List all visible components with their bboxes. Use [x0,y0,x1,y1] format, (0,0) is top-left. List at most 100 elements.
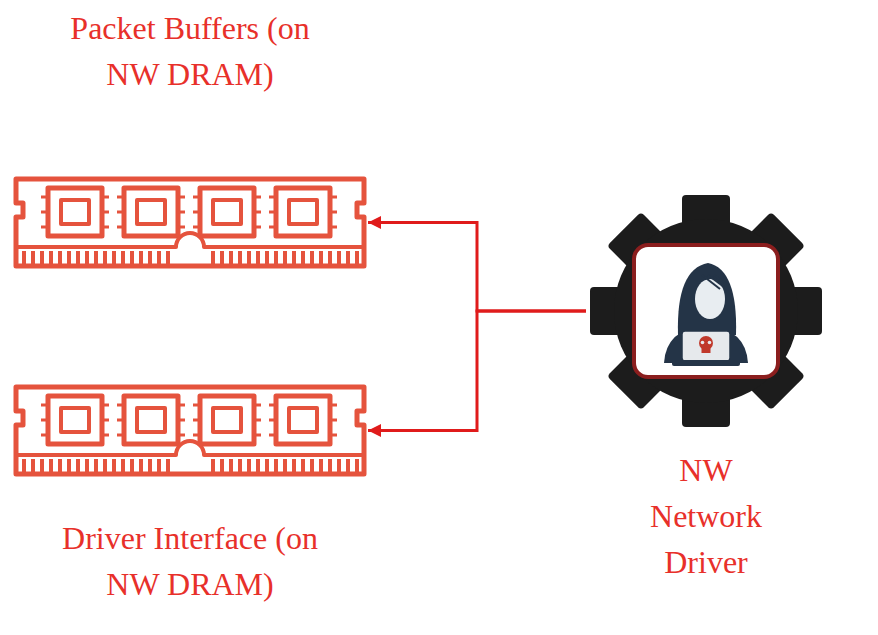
gear-body [614,219,798,403]
chip-leg [330,226,337,229]
contact-pin [67,459,71,473]
contact-pin [103,251,107,265]
chip-leg [102,211,109,214]
contact-pin [31,251,35,265]
chip-core [213,408,241,432]
contact-pin [85,459,89,473]
memory-chip [276,396,330,444]
chip-leg [193,419,200,422]
node-label: NW Network Driver [636,447,776,585]
pin-strip [16,233,364,247]
contact-pin [130,459,134,473]
chip-leg [254,434,261,437]
contact-pin [49,459,53,473]
chip-leg [41,404,48,407]
module-outline [16,387,364,474]
contact-pin [301,251,305,265]
chip-leg [254,226,261,229]
memory-chip [276,188,330,236]
skull-eye [708,341,712,345]
chip-leg [269,196,276,199]
contact-pin [139,251,143,265]
contact-pin [166,251,170,265]
contact-pin [139,459,143,473]
chip-leg [117,419,124,422]
chip-core [137,408,165,432]
module-outline [16,179,364,266]
gear-icon [590,195,822,427]
chip-leg [254,419,261,422]
contact-pin [247,251,251,265]
chip-leg [330,211,337,214]
contact-pin [94,459,98,473]
driver-node: NW Network Driver [586,195,826,585]
contact-pin [76,459,80,473]
chip-leg [193,404,200,407]
memory-chip [124,396,178,444]
contact-pin [292,459,296,473]
contact-pin [355,251,359,265]
memory-chip [124,188,178,236]
node-label: Driver Interface (on NW DRAM) [59,515,321,607]
contact-pin [238,459,242,473]
contact-pin [283,459,287,473]
chip-leg [193,434,200,437]
chip-leg [41,434,48,437]
memory-chip [200,396,254,444]
contact-pin [328,459,332,473]
contact-pin [130,251,134,265]
chip-leg [269,211,276,214]
chip-leg [41,226,48,229]
laptop-base [672,360,740,366]
chip-leg [269,419,276,422]
chip-leg [178,196,185,199]
chip-leg [117,196,124,199]
chip-leg [193,196,200,199]
contact-pin [22,251,26,265]
contact-pin [274,251,278,265]
chip-leg [178,404,185,407]
chip-leg [193,226,200,229]
contact-pin [121,251,125,265]
chip-leg [178,211,185,214]
contact-pin [310,459,314,473]
dram-module [16,387,364,474]
dram-illustration [12,175,368,270]
contact-pin [346,251,350,265]
contact-pin [112,459,116,473]
contact-pin [94,251,98,265]
contact-pin [301,459,305,473]
contact-pin [319,251,323,265]
chip-leg [178,419,185,422]
node-label: Packet Buffers (on NW DRAM) [59,5,321,97]
hacker-hood [678,263,736,335]
memory-chip [200,188,254,236]
contact-pin [355,459,359,473]
chip-leg [102,419,109,422]
contact-pin [67,251,71,265]
contact-pin [310,251,314,265]
chip-leg [117,226,124,229]
memory-chip [48,188,102,236]
contact-pin [346,459,350,473]
chip-leg [254,211,261,214]
contact-pin [85,251,89,265]
dram-node: Driver Interface (on NW DRAM) [12,383,368,607]
contact-pin [274,459,278,473]
chip-core [289,200,317,224]
chip-leg [330,434,337,437]
chip-core [137,200,165,224]
contact-pin [220,251,224,265]
arrow-connector [368,223,586,312]
contact-pin [337,251,341,265]
contact-pin [148,251,152,265]
dram-node: Packet Buffers (on NW DRAM) [12,5,368,270]
arrow-connector [368,311,586,431]
contact-pin [283,251,287,265]
chip-leg [102,434,109,437]
contact-pin [148,459,152,473]
contact-pin [22,459,26,473]
chip-leg [117,404,124,407]
contact-pin [256,459,260,473]
contact-pin [292,251,296,265]
